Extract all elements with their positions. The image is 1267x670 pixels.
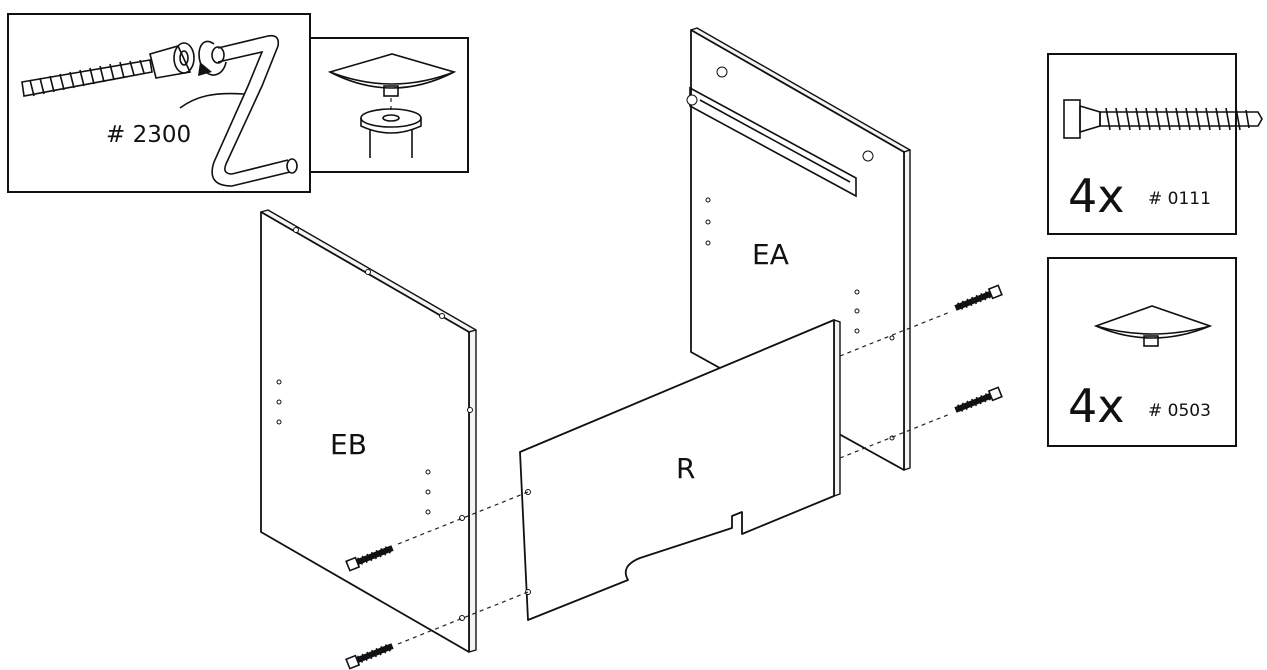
- parts-box-screw: 4x # 0111: [1047, 53, 1263, 235]
- parts-box-cap: 4x # 0503: [1047, 257, 1237, 447]
- loose-screw-4: [954, 387, 1002, 414]
- cover-cap-icon: [1093, 305, 1213, 347]
- panel-ea-label: EA: [752, 238, 789, 271]
- allen-key-illustration: [211, 34, 298, 187]
- loose-screw-3: [954, 285, 1002, 312]
- tool-code-label: # 2300: [106, 122, 191, 148]
- cam-screw-icon: [1063, 99, 1263, 139]
- panel-eb: EB: [260, 209, 477, 653]
- panel-r: R: [519, 319, 841, 621]
- parts-quantity-2: 4x: [1068, 379, 1125, 433]
- assembly-guides: [397, 311, 951, 645]
- panel-eb-label: EB: [330, 428, 367, 461]
- rotate-arrow-head-icon: [198, 62, 212, 76]
- parts-code-1: # 0111: [1148, 189, 1211, 209]
- screw-illustration: [21, 42, 195, 97]
- parts-quantity-1: 4x: [1068, 169, 1125, 223]
- loose-screw-2: [346, 641, 394, 668]
- panel-r-label: R: [676, 452, 695, 485]
- cap-detail-box: [309, 37, 469, 173]
- parts-code-2: # 0503: [1148, 401, 1211, 421]
- tool-detail-box: # 2300: [7, 13, 311, 193]
